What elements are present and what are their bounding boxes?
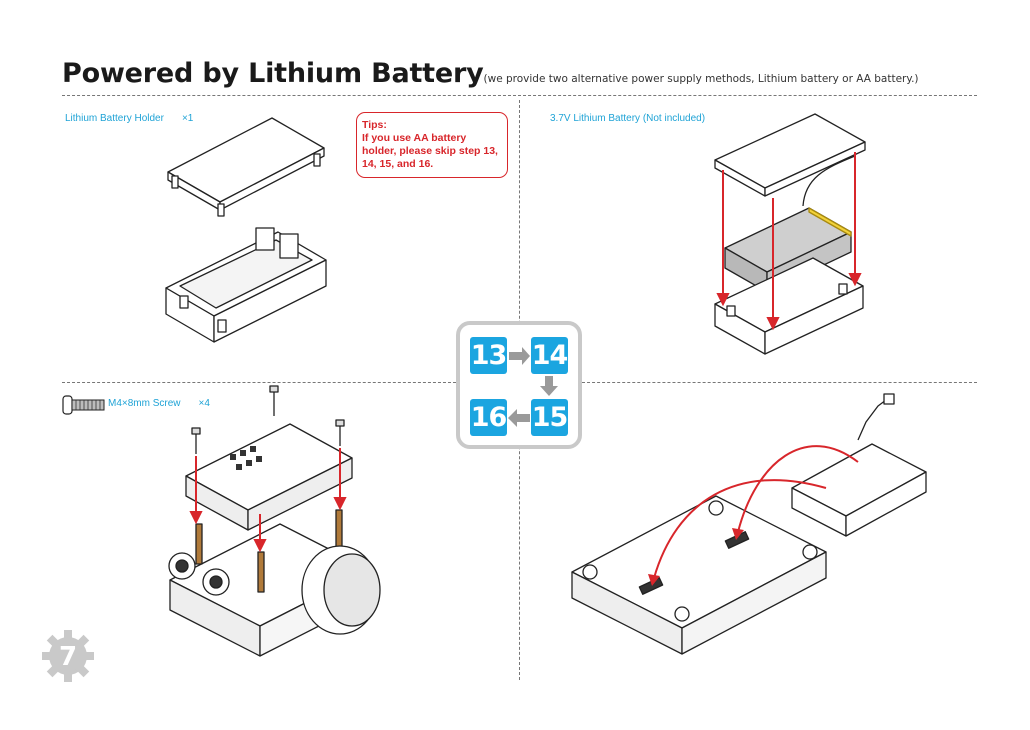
holder-label: Lithium Battery Holder ×1 <box>65 113 193 124</box>
arrow-down-icon <box>540 376 558 396</box>
arrow-left-icon <box>508 409 530 427</box>
battery-holder-illustration <box>165 117 327 343</box>
battery-install-illustration <box>714 113 866 355</box>
screw-qty: ×4 <box>198 398 210 409</box>
screw-label: M4×8mm Screw ×4 <box>108 398 210 409</box>
arrow-right-icon <box>509 347 530 365</box>
step-14: 14 <box>531 337 568 374</box>
page-title-text: Powered by Lithium Battery <box>62 58 484 89</box>
middle-divider-right <box>582 382 977 383</box>
page-subtitle: (we provide two alternative power supply… <box>483 73 919 85</box>
battery-name: 3.7V Lithium Battery (Not included) <box>550 113 706 124</box>
page-number-gear-icon: 7 <box>42 630 94 682</box>
page-title: Powered by Lithium Battery(we provide tw… <box>62 58 919 89</box>
holder-mount-illustration <box>571 393 927 655</box>
tips-heading: Tips: <box>362 119 387 131</box>
battery-label: 3.7V Lithium Battery (Not included) <box>550 113 705 124</box>
tips-text: If you use AA battery holder, please ski… <box>362 132 498 170</box>
step-arrows <box>508 347 558 427</box>
step-13: 13 <box>470 337 507 374</box>
step-16: 16 <box>470 399 507 436</box>
screw-icon <box>62 395 105 415</box>
holder-qty: ×1 <box>181 113 194 124</box>
holder-name: Lithium Battery Holder <box>65 113 164 124</box>
screw-name: M4×8mm Screw <box>108 398 181 409</box>
step-15: 15 <box>531 399 568 436</box>
tips-box: Tips: If you use AA battery holder, plea… <box>356 112 508 178</box>
step-sequence: 13 14 15 16 <box>456 321 582 449</box>
middle-divider-left <box>62 382 456 383</box>
title-divider <box>62 95 977 96</box>
page-number: 7 <box>59 642 77 672</box>
robot-assembly-illustration <box>168 385 381 657</box>
